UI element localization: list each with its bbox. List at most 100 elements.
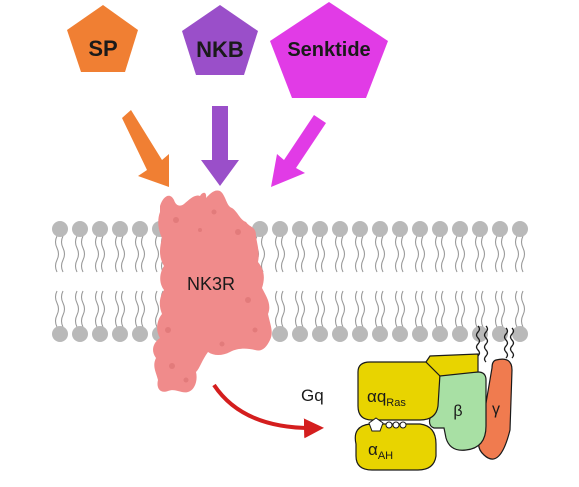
lipid-tail <box>100 235 106 273</box>
lipid-tail <box>320 290 326 328</box>
nk3r-receptor: NK3R <box>153 190 272 393</box>
lipid-tail <box>320 235 326 273</box>
lipid-tail <box>74 290 80 328</box>
lipid-head <box>372 221 388 237</box>
lipid-tail <box>154 235 160 273</box>
lipid-bilayer <box>52 221 528 342</box>
ligand-sp-label: SP <box>88 36 117 61</box>
lipid-tail <box>400 235 406 273</box>
lipid-tail <box>380 290 386 328</box>
gq-heterotrimer: γ β αqRas αAH <box>354 325 515 471</box>
lipid-tail <box>280 290 286 328</box>
lipid-head <box>312 221 328 237</box>
arrow-senktide <box>271 115 326 187</box>
lipid-tail <box>374 290 380 328</box>
beta-label: β <box>453 403 462 420</box>
lipid-head <box>252 221 268 237</box>
alpha-ras-label: αqRas <box>367 387 406 409</box>
lipid-tail <box>440 235 446 273</box>
lipid-tail <box>114 290 120 328</box>
lipid-tail <box>354 290 360 328</box>
lipid-tail <box>300 235 306 273</box>
lipid-tail <box>480 235 486 273</box>
lipid-head <box>492 221 508 237</box>
lipid-tail <box>74 235 80 273</box>
lipid-tail <box>134 290 140 328</box>
arrow-nkb <box>201 106 239 186</box>
lipid-tail <box>374 235 380 273</box>
lipid-tail <box>380 235 386 273</box>
ligand-senktide-pentagon <box>270 2 388 98</box>
lipid-head <box>72 221 88 237</box>
ligand-sp-pentagon <box>67 5 138 72</box>
lipid-head <box>412 221 428 237</box>
gamma-subunit <box>478 358 513 460</box>
lipid-head <box>272 221 288 237</box>
lipid-tail <box>334 290 340 328</box>
lipid-tail <box>434 290 440 328</box>
lipid-head <box>292 221 308 237</box>
lipid-tail <box>274 235 280 273</box>
lipid-tail <box>420 235 426 273</box>
lipid-tail <box>494 235 500 273</box>
lipid-head <box>132 326 148 342</box>
lipid-tail <box>420 290 426 328</box>
ligand-nkb: NKB <box>182 5 258 75</box>
alpha-ah-label: αAH <box>368 440 393 462</box>
lipid-tail <box>454 235 460 273</box>
alpha-ras-domain <box>357 361 441 421</box>
lipid-head <box>372 326 388 342</box>
lipid-head <box>472 221 488 237</box>
lipid-head <box>352 326 368 342</box>
lipid-tail <box>520 290 526 328</box>
ligand-senktide-label: Senktide <box>287 39 370 61</box>
lipid-tail <box>414 290 420 328</box>
lipid-tail <box>454 290 460 328</box>
lipid-tail <box>414 235 420 273</box>
lipid-head <box>472 326 488 342</box>
lipid-tail <box>260 235 266 273</box>
lipid-tail <box>140 290 146 328</box>
lipid-tail <box>314 235 320 273</box>
lipid-tail <box>520 235 526 273</box>
nk3r-label: NK3R <box>187 274 235 294</box>
lipid-head <box>92 326 108 342</box>
lipid-tail <box>154 290 160 328</box>
lipid-tail <box>460 235 466 273</box>
lipid-tail <box>434 235 440 273</box>
lipid-tail <box>340 235 346 273</box>
lipid-tail <box>100 290 106 328</box>
lipid-tail <box>354 235 360 273</box>
lipid-head <box>272 326 288 342</box>
lipid-tail <box>500 290 506 328</box>
lipid-tail <box>274 290 280 328</box>
lipid-head <box>92 221 108 237</box>
lipid-tail <box>474 290 480 328</box>
lipid-tail <box>314 290 320 328</box>
lipid-tail <box>60 290 66 328</box>
lipid-head <box>332 326 348 342</box>
lipid-head <box>392 221 408 237</box>
lipid-tail <box>394 235 400 273</box>
lipid-tail <box>440 290 446 328</box>
lipid-head <box>52 326 68 342</box>
lipid-head <box>292 326 308 342</box>
lipid-head <box>452 326 468 342</box>
lipid-head <box>52 221 68 237</box>
lipid-head <box>112 326 128 342</box>
lipid-tail <box>514 235 520 273</box>
lipid-head <box>332 221 348 237</box>
lipid-tail <box>140 235 146 273</box>
lipid-tail <box>280 235 286 273</box>
lipid-tail <box>94 235 100 273</box>
lipid-tail <box>94 290 100 328</box>
nk3r-receptor-shape <box>153 190 272 393</box>
lipid-tail <box>134 235 140 273</box>
lipid-tail <box>120 290 126 328</box>
lipid-tail <box>294 290 300 328</box>
lipid-tail <box>394 290 400 328</box>
nucleotide-icon <box>368 417 407 432</box>
lipid-head <box>432 326 448 342</box>
lipid-tail <box>360 290 366 328</box>
